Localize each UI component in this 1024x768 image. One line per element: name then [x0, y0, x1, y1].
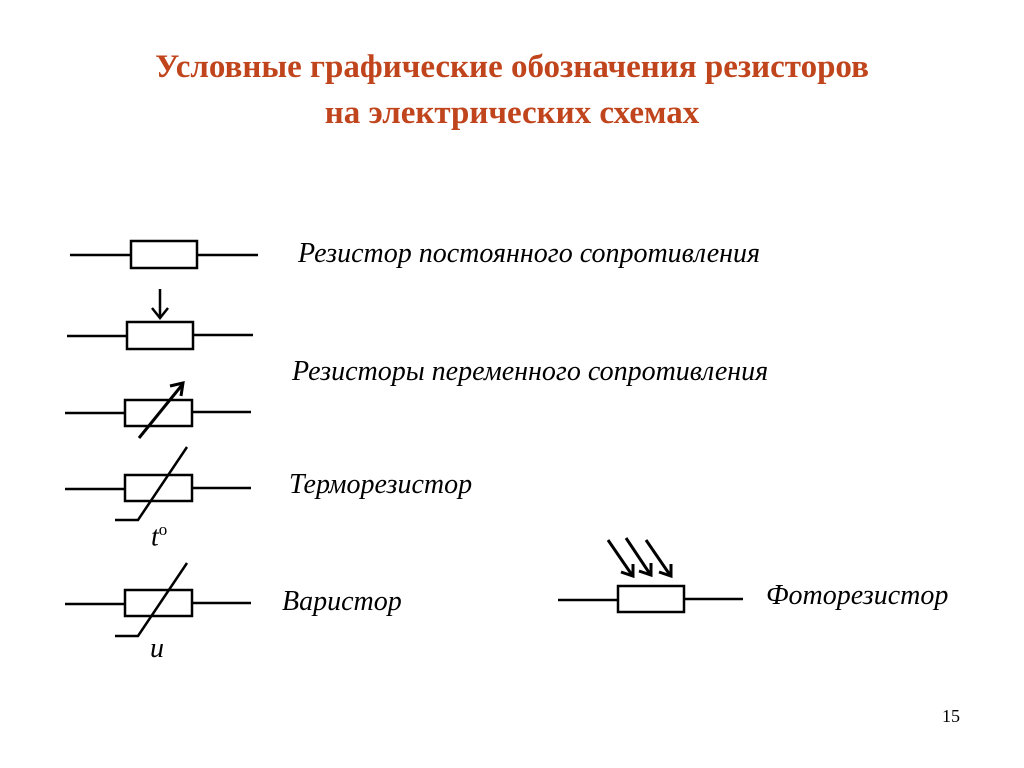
- temperature-letter: t: [151, 521, 159, 553]
- variable-resistor-symbol: [65, 381, 251, 439]
- varistor-symbol: [65, 562, 251, 638]
- slide-title: Условные графические обозначения резисто…: [0, 44, 1024, 136]
- voltage-symbol: u: [150, 633, 164, 664]
- page-number: 15: [942, 706, 960, 726]
- label-photoresistor: Фоторезистор: [766, 580, 949, 611]
- temperature-symbol: to: [151, 520, 167, 553]
- fixed-resistor-symbol: [70, 239, 258, 270]
- degree-mark: o: [158, 520, 168, 539]
- label-thermistor: Терморезистор: [289, 469, 473, 500]
- thermistor-symbol: [65, 446, 251, 522]
- photoresistor-symbol: [558, 537, 743, 614]
- title-line-1: Условные графические обозначения резисто…: [155, 49, 869, 85]
- label-fixed-resistor: Резистор постоянного сопротивления: [298, 238, 761, 269]
- potentiometer-symbol: [67, 289, 253, 351]
- title-line-2: на электрических схемах: [324, 95, 700, 131]
- label-varistor: Варистор: [282, 586, 402, 617]
- label-variable-resistors: Резисторы переменного сопротивления: [292, 356, 769, 387]
